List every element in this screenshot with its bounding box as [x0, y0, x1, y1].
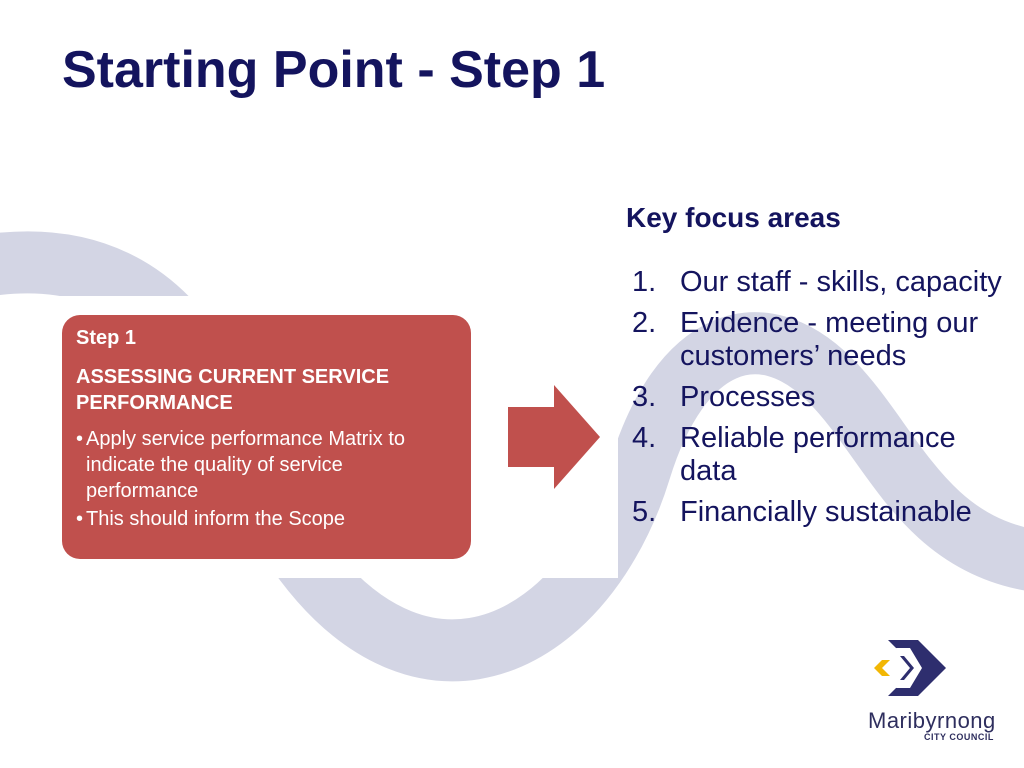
right-arrow-icon — [508, 385, 600, 489]
list-item-text: Evidence - meeting our customers’ needs — [680, 307, 979, 372]
list-item-number: 5. — [632, 496, 657, 528]
list-item: 4. Reliable performance data — [632, 422, 1020, 488]
list-item-text: Financially sustainable — [680, 496, 972, 528]
maribyrnong-logo-icon — [874, 640, 946, 696]
step-label: Step 1 — [76, 327, 137, 349]
list-item: 2. Evidence - meeting our customers’ nee… — [632, 307, 1020, 373]
logo-subtitle: CITY COUNCIL — [924, 732, 994, 742]
focus-list: 1. Our staff - skills, capacity 2. Evide… — [632, 266, 1020, 537]
step-bullet: • This should inform the Scope — [76, 506, 457, 532]
list-item-text: Reliable performance data — [680, 422, 956, 487]
list-item-number: 3. — [632, 381, 657, 413]
focus-heading: Key focus areas — [626, 202, 841, 233]
step-heading: ASSESSING CURRENT SERVICE PERFORMANCE — [76, 366, 390, 414]
logo-name: Maribyrnong — [868, 708, 996, 733]
step-bullet-text: Apply service performance Matrix to indi… — [86, 428, 406, 502]
bullet-icon: • — [76, 428, 84, 450]
bullet-icon: • — [76, 508, 84, 530]
list-item-text: Processes — [680, 381, 816, 413]
list-item-number: 2. — [632, 307, 657, 339]
step-bullet: • Apply service performance Matrix to in… — [76, 426, 457, 504]
list-item-text: Our staff - skills, capacity — [680, 266, 1002, 298]
list-item: 1. Our staff - skills, capacity — [632, 266, 1020, 299]
list-item: 5. Financially sustainable — [632, 496, 1020, 529]
list-item-number: 4. — [632, 422, 657, 454]
list-item-number: 1. — [632, 266, 657, 298]
step-bullet-text: This should inform the Scope — [86, 508, 346, 530]
step-box: Step 1 ASSESSING CURRENT SERVICE PERFORM… — [62, 315, 471, 559]
slide-title: Starting Point - Step 1 — [62, 41, 606, 99]
list-item: 3. Processes — [632, 381, 1020, 414]
